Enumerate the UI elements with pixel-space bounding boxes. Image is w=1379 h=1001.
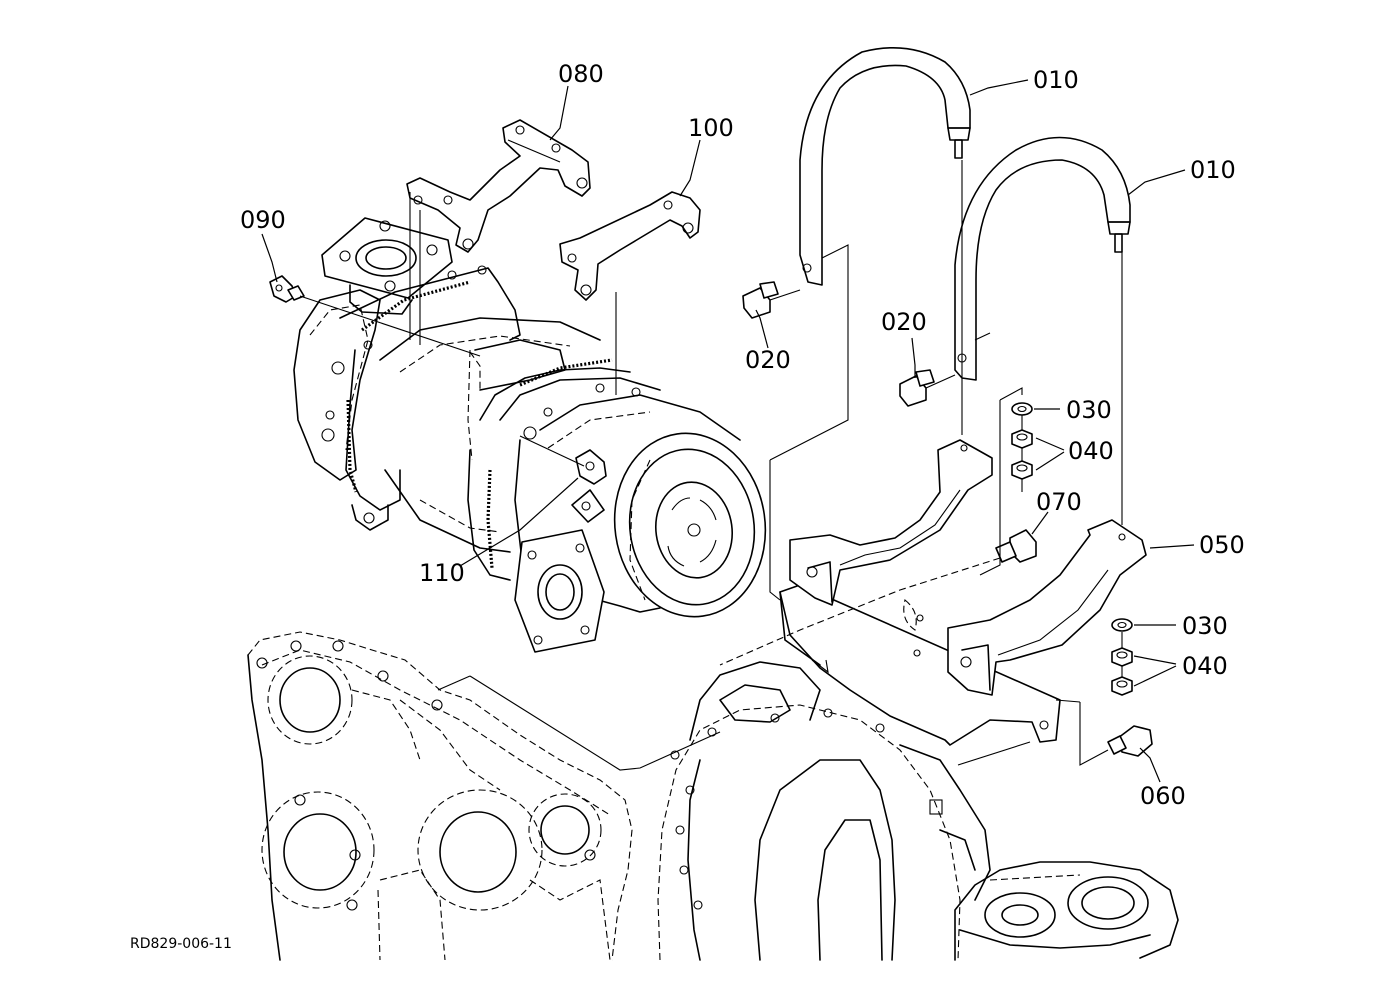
assembly-lines [299, 160, 1123, 771]
bracket-080 [406, 119, 591, 253]
nut-040-a2 [1011, 460, 1033, 480]
bolt-020-a [742, 281, 779, 319]
callout-080: 080 [558, 60, 604, 88]
callout-020-left: 020 [745, 346, 791, 374]
support-bracket-050 [779, 439, 1147, 746]
callout-070: 070 [1036, 488, 1082, 516]
bolt-060 [1107, 725, 1153, 757]
strap-010-rear [799, 47, 971, 286]
washer-030-b [1111, 618, 1133, 632]
callout-010-lower: 010 [1190, 156, 1236, 184]
nut-040-b2 [1111, 676, 1133, 696]
callout-110: 110 [419, 559, 465, 587]
gear-case-housing [247, 631, 633, 961]
callout-030-lower: 030 [1182, 612, 1228, 640]
nut-040-b1 [1111, 647, 1133, 667]
callout-labels: 010 010 080 100 090 020 020 030 040 070 … [240, 60, 1245, 810]
fitting-070 [995, 529, 1037, 563]
callout-060: 060 [1140, 782, 1186, 810]
bracket-100 [559, 191, 701, 301]
strap-010-front [954, 136, 1131, 381]
callout-010-upper: 010 [1033, 66, 1079, 94]
bolt-020-b [899, 369, 935, 407]
callout-040-upper: 040 [1068, 437, 1114, 465]
muffler-assembly [293, 217, 767, 653]
callout-020-right: 020 [881, 308, 927, 336]
nut-040-a1 [1011, 429, 1033, 449]
document-id: RD829-006-11 [130, 936, 232, 952]
callout-050: 050 [1199, 531, 1245, 559]
callout-090: 090 [240, 206, 286, 234]
callout-100: 100 [688, 114, 734, 142]
fitting-090 [269, 275, 305, 303]
fitting-110 [575, 449, 607, 485]
washer-030-a [1011, 402, 1033, 416]
callout-030-upper: 030 [1066, 396, 1112, 424]
callout-040-lower: 040 [1182, 652, 1228, 680]
flywheel-housing [657, 661, 1179, 961]
leader-lines [261, 79, 1195, 783]
